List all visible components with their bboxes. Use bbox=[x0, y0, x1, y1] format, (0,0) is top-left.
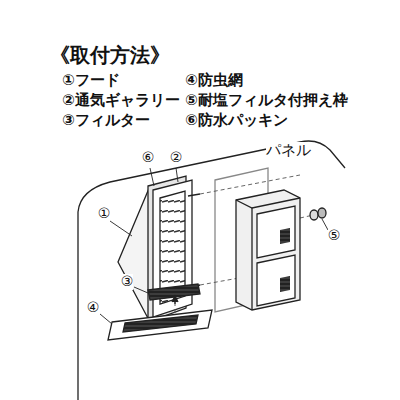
part-name: ③フィルター bbox=[62, 112, 150, 129]
part-name: ①フード bbox=[62, 72, 120, 89]
hood bbox=[118, 186, 150, 322]
part-name: ⑤耐塩フィルタ付押え枠 bbox=[185, 92, 348, 109]
callout-number: ⑤ bbox=[328, 228, 341, 243]
title: 《取付方法》 bbox=[50, 44, 170, 66]
insect-mesh bbox=[108, 310, 212, 340]
callout-number: ⑥ bbox=[142, 150, 155, 165]
filter-frame-box bbox=[236, 190, 300, 310]
part-name: ④防虫網 bbox=[185, 72, 243, 89]
callout-number: ④ bbox=[87, 300, 100, 315]
panel-label: パネル bbox=[266, 142, 311, 159]
callout-number: ② bbox=[170, 150, 183, 165]
callout-number: ③ bbox=[121, 274, 134, 289]
callout-number: ① bbox=[98, 206, 111, 221]
part-name: ⑥防水パッキン bbox=[185, 112, 288, 129]
part-name: ②通気ギャラリー bbox=[62, 92, 180, 109]
panel-outline bbox=[78, 141, 345, 400]
